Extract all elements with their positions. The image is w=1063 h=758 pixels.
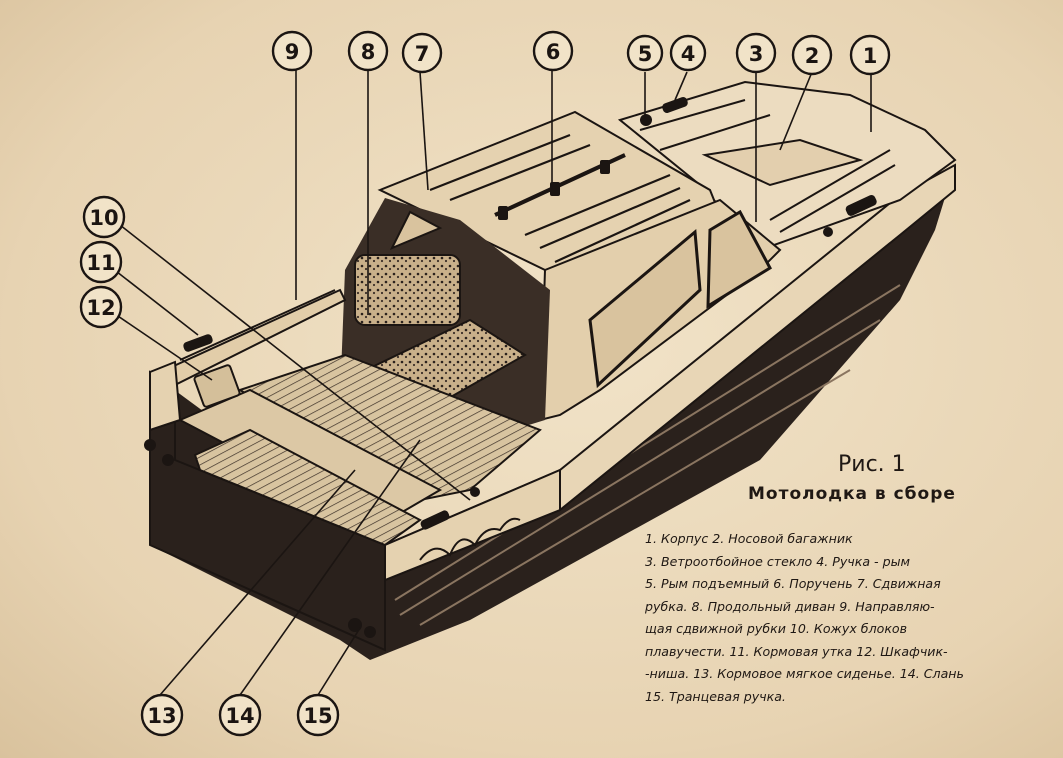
legend-item: 15. Транцевая ручка.: [645, 688, 786, 704]
callout-2: 2: [791, 34, 833, 76]
bow-hatch: [701, 138, 864, 187]
callout-11: 11: [79, 240, 123, 284]
svg-text:15: 15: [303, 704, 332, 728]
legend-item: 4. Ручка - рым: [816, 553, 911, 569]
legend-item: 12. Шкафчик-: [856, 643, 948, 659]
callout-10: 10: [82, 195, 126, 239]
legend-line: 15. Транцевая ручка.: [645, 686, 1055, 709]
legend-item: 6. Поручень: [773, 576, 853, 591]
backrest-cushions: [354, 254, 461, 326]
callout-14: 14: [218, 693, 262, 737]
legend-item: щая сдвижной рубки: [645, 621, 786, 636]
figure-label: Рис. 1: [838, 452, 906, 477]
buoyancy-cover-left: [149, 360, 182, 432]
callout-7: 7: [401, 32, 443, 74]
figure-caption: Рис. 1 Мотолодка в сборе: [748, 452, 1060, 532]
handrail-posts: [498, 160, 610, 220]
callout-13: 13: [140, 693, 184, 737]
svg-text:2: 2: [805, 44, 820, 68]
svg-text:7: 7: [415, 42, 430, 66]
legend-item: 11. Кормовая утка: [729, 643, 853, 659]
legend-item: 1. Корпус: [645, 531, 709, 546]
callout-3: 3: [735, 32, 777, 74]
callout-4: 4: [669, 34, 707, 72]
callout-6: 6: [532, 30, 574, 72]
legend-item: 5. Рым подъемный: [645, 576, 770, 591]
callout-15: 15: [296, 693, 340, 737]
legend-item: 13. Кормовое мягкое сиденье.: [693, 666, 896, 681]
legend-item: рубка.: [645, 598, 688, 614]
foredeck-lines: [639, 99, 896, 233]
legend-item: 3. Ветроотбойное стекло: [645, 553, 813, 569]
transom-step: [193, 428, 422, 547]
figure-title: Мотолодка в сборе: [748, 484, 956, 504]
hull-stripes: [394, 284, 901, 626]
cabin-front-window: [389, 210, 443, 250]
svg-text:6: 6: [546, 40, 561, 64]
legend-item: 7. Сдвижная: [856, 576, 941, 591]
legend-item: 2. Носовой багажник: [712, 531, 853, 546]
legend-item: 14. Слань: [899, 666, 964, 681]
cabin-roof-grooves: [429, 133, 691, 263]
stern-name-script: [419, 517, 521, 561]
svg-text:1: 1: [863, 44, 878, 68]
callout-8: 8: [347, 30, 389, 72]
svg-text:10: 10: [89, 206, 118, 230]
legend-item: -ниша.: [645, 666, 690, 681]
svg-text:4: 4: [681, 42, 696, 66]
svg-text:9: 9: [285, 40, 300, 64]
callout-9: 9: [271, 30, 313, 72]
svg-text:5: 5: [638, 42, 653, 66]
legend-line: -ниша.13. Кормовое мягкое сиденье.14. Сл…: [645, 663, 1055, 686]
svg-text:11: 11: [86, 251, 115, 275]
legend-item: плавучести.: [645, 643, 726, 659]
legend-item: 9. Направляю-: [839, 598, 935, 614]
fittings: [144, 96, 877, 638]
callout-12: 12: [79, 285, 123, 329]
svg-text:13: 13: [147, 704, 176, 728]
side-window: [706, 209, 772, 309]
callout-5: 5: [626, 34, 664, 72]
svg-text:12: 12: [86, 296, 115, 320]
windshield-window: [588, 228, 702, 389]
legend-item: 10. Кожух блоков: [789, 621, 908, 636]
svg-text:8: 8: [361, 40, 376, 64]
svg-text:14: 14: [225, 704, 254, 728]
svg-text:3: 3: [749, 42, 764, 66]
legend-item: 8. Продольный диван: [691, 598, 836, 614]
callout-1: 1: [849, 34, 891, 76]
leader-lines: [111, 70, 872, 696]
